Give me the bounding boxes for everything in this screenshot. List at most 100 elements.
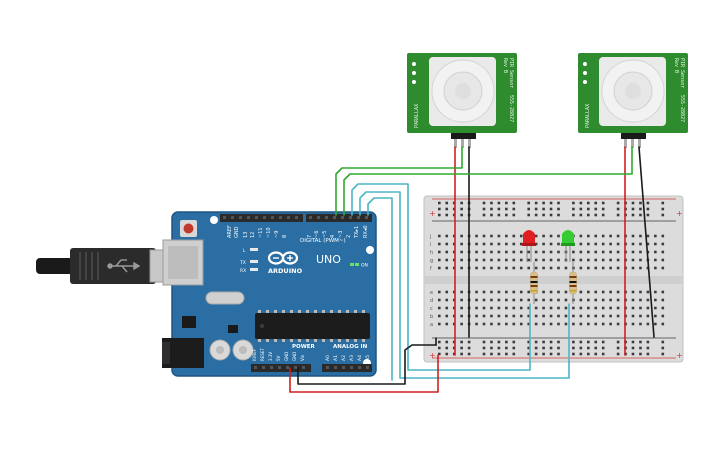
breadboard-hole [654, 298, 657, 302]
breadboard-hole [654, 258, 657, 262]
red-led[interactable] [522, 230, 536, 262]
pir-sensor-1[interactable]: PARALLAX PIR Sensor Rev B 555-28027 [407, 53, 517, 148]
breadboard-hole [527, 322, 530, 326]
breadboard-hole [557, 213, 560, 217]
breadboard-hole [505, 298, 508, 302]
row-letter: f [430, 266, 432, 272]
wire-pir2-out[interactable] [343, 146, 633, 216]
voltage-regulator [182, 316, 196, 328]
breadboard[interactable]: + + + + j i h g f e d c b a [423, 195, 684, 363]
wire-gnd[interactable] [297, 344, 437, 385]
pin-label: Vin [300, 354, 305, 361]
breadboard-hole [661, 242, 665, 246]
breadboard-hole [601, 201, 605, 205]
pir-sensor-2[interactable]: PARALLAX PIR Sensor Rev B 555-28027 [578, 53, 688, 148]
breadboard-hole [587, 290, 590, 294]
breadboard-hole [594, 352, 598, 356]
breadboard-hole [601, 298, 605, 302]
breadboard-hole [505, 258, 508, 262]
breadboard-hole [594, 306, 598, 310]
header-pin [271, 216, 274, 219]
breadboard-hole [654, 250, 657, 254]
breadboard-hole [445, 266, 449, 270]
breadboard-hole [601, 340, 605, 344]
breadboard-hole [616, 298, 620, 302]
breadboard-hole [609, 306, 612, 310]
breadboard-hole [505, 201, 508, 205]
breadboard-hole [616, 266, 620, 270]
breadboard-hole [534, 213, 538, 217]
breadboard-hole [519, 250, 523, 254]
resistor-red-led[interactable] [530, 262, 538, 304]
crystal-oscillator [205, 291, 245, 305]
breadboard-hole [490, 322, 493, 326]
breadboard-hole [490, 306, 493, 310]
wire-led-green-signal[interactable] [359, 191, 570, 379]
breadboard-hole [609, 290, 612, 294]
breadboard-hole [542, 213, 545, 217]
breadboard-hole [639, 322, 642, 326]
pin-label: A2 [341, 355, 347, 361]
breadboard-hole [631, 352, 635, 356]
arduino-uno-board[interactable]: AREF GND 13 12 ~11 ~10 ~9 8 7 ~6 ~5 4 ~3… [162, 211, 377, 377]
breadboard-hole [549, 258, 553, 262]
breadboard-hole [587, 346, 590, 350]
wire-pir2-gnd[interactable] [638, 146, 655, 338]
breadboard-hole [438, 242, 441, 246]
breadboard-hole [505, 250, 508, 254]
green-led[interactable] [561, 230, 575, 262]
wire-pir1-out[interactable] [335, 146, 463, 216]
pin-label: A5 [365, 355, 371, 361]
breadboard-hole [460, 352, 463, 356]
header-pin [279, 216, 282, 219]
header-pin [326, 366, 329, 369]
breadboard-hole [616, 207, 620, 211]
breadboard-hole [542, 314, 545, 318]
wire-5v[interactable] [289, 354, 439, 393]
breadboard-hole [490, 352, 493, 356]
breadboard-hole [654, 242, 657, 246]
mount-hole [210, 216, 218, 224]
mount-hole [366, 246, 374, 254]
chip-pin [306, 339, 309, 342]
breadboard-hole [534, 266, 538, 270]
breadboard-hole [646, 234, 650, 238]
header-pin [350, 366, 353, 369]
breadboard-hole [438, 298, 441, 302]
header-pin [358, 366, 361, 369]
breadboard-hole [542, 250, 545, 254]
breadboard-hole [467, 352, 471, 356]
pin-label: A3 [349, 355, 355, 361]
breadboard-hole [661, 213, 665, 217]
breadboard-hole [654, 322, 657, 326]
usb-cable[interactable] [36, 248, 173, 284]
breadboard-hole [572, 207, 575, 211]
breadboard-hole [534, 306, 538, 310]
pir-rev-text: Rev B [502, 58, 508, 73]
breadboard-hole [512, 314, 516, 318]
breadboard-hole [579, 234, 583, 238]
breadboard-hole [646, 346, 650, 350]
breadboard-hole [639, 234, 642, 238]
header-pin [239, 216, 242, 219]
resistor-green-led[interactable] [569, 262, 577, 304]
header-pin [262, 366, 265, 369]
breadboard-holes [438, 201, 665, 356]
wire-gnd-bus[interactable] [367, 197, 393, 381]
breadboard-hole [601, 234, 605, 238]
wire-led-red-signal[interactable] [351, 183, 531, 371]
header-pin [365, 216, 368, 219]
header-pin [334, 366, 337, 369]
breadboard-hole [445, 352, 449, 356]
breadboard-hole [438, 322, 441, 326]
breadboard-hole [646, 207, 650, 211]
breadboard-hole [557, 250, 560, 254]
breadboard-hole [587, 340, 590, 344]
chip-pin [282, 339, 285, 342]
pin-label: 2 [346, 235, 352, 238]
breadboard-hole [646, 322, 650, 326]
breadboard-hole [527, 314, 530, 318]
breadboard-hole [438, 258, 441, 262]
breadboard-hole [654, 290, 657, 294]
